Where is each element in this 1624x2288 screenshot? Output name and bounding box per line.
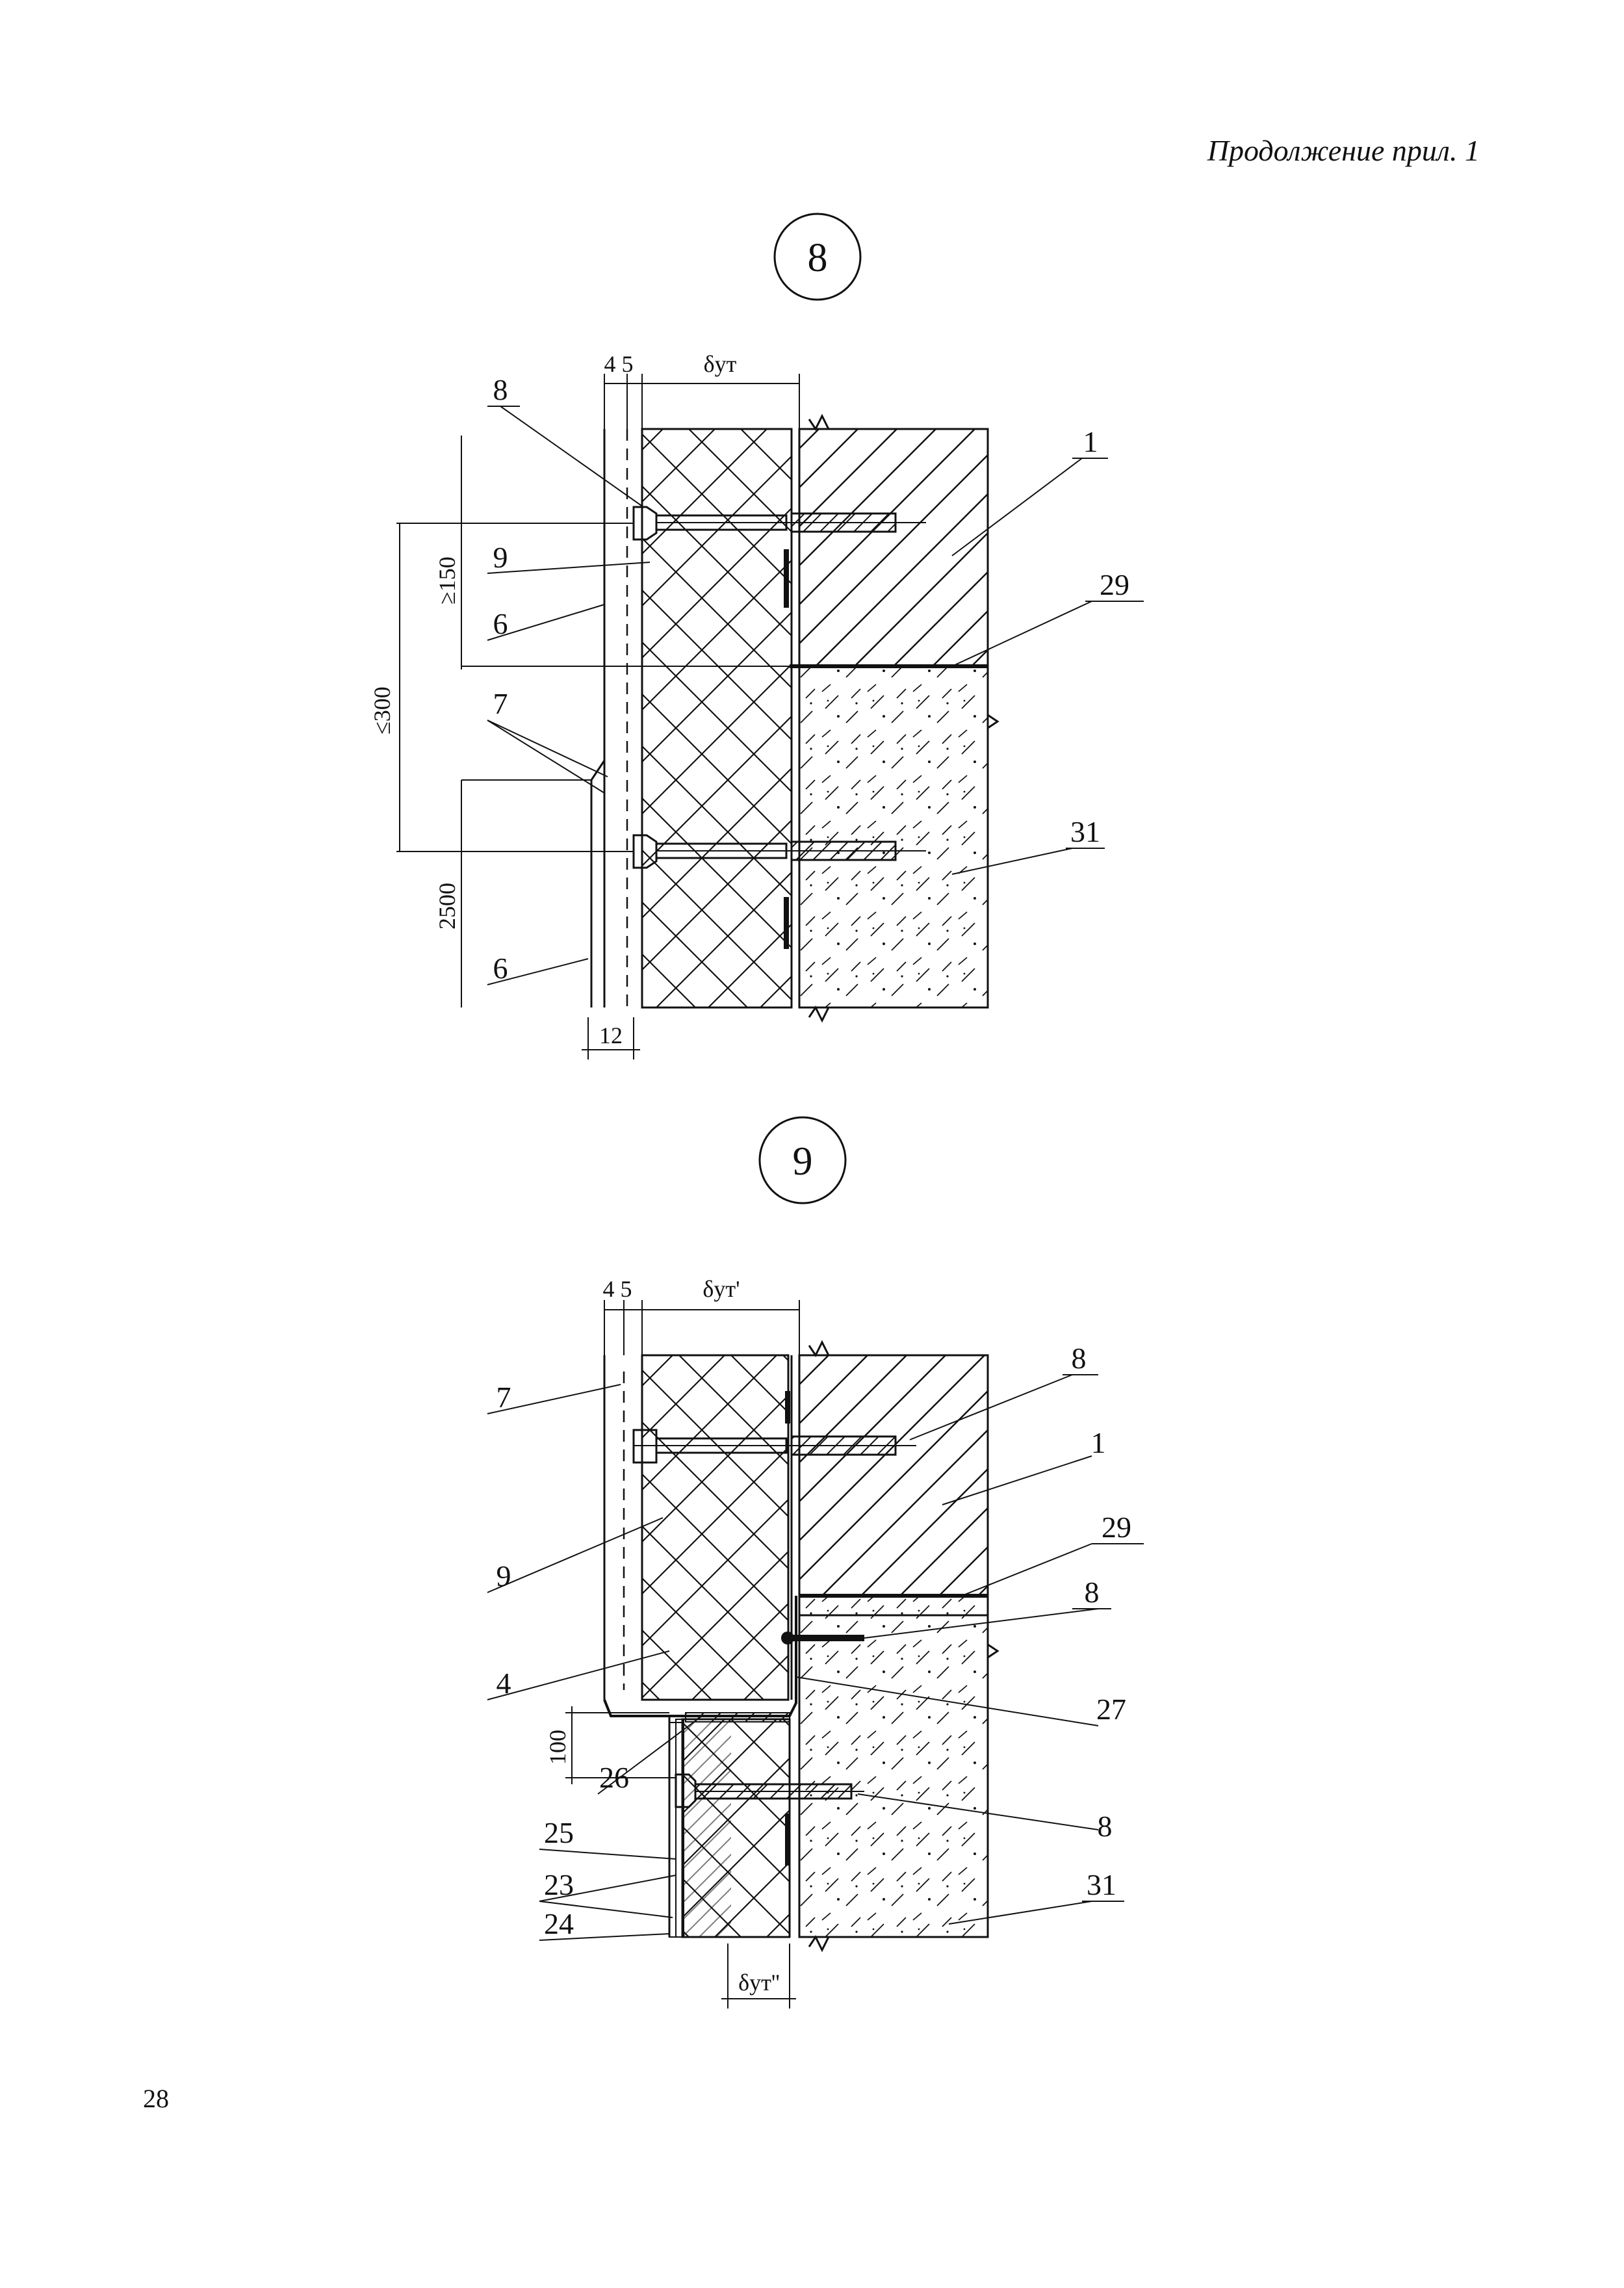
- insulation-upper: [641, 1354, 790, 1701]
- dim-2500: 2500: [434, 883, 460, 930]
- callout-9: 9: [493, 541, 508, 574]
- callout9-24: 24: [544, 1907, 574, 1940]
- callouts-detail-8: 8 9 6 7 6 1 29 31: [487, 373, 1144, 985]
- dim-4-5: 4 5: [604, 351, 634, 377]
- detail-9-circle: [758, 1116, 847, 1204]
- callout9-1: 1: [1091, 1426, 1106, 1459]
- callout-6: 6: [493, 607, 508, 640]
- dim9-insulation: δут': [702, 1276, 740, 1302]
- concrete-wall: [798, 665, 989, 1009]
- detail-8-circle: [773, 213, 862, 301]
- callout-29: 29: [1100, 568, 1129, 601]
- detail-8: 8: [369, 213, 1144, 1060]
- callouts-detail-9: 7 9 4 26 25 23 24 8 1 29 8: [487, 1342, 1144, 1941]
- brick-wall: [798, 428, 989, 668]
- callout-8: 8: [493, 373, 508, 406]
- dim-insulation: δут: [704, 351, 737, 377]
- anchor-dowel-upper: [632, 506, 926, 541]
- callout9-26: 26: [599, 1761, 629, 1794]
- callout-31: 31: [1070, 815, 1100, 848]
- detail-9: 9: [487, 1116, 1144, 2008]
- page-number: 28: [143, 2084, 169, 2113]
- callout-7: 7: [493, 687, 508, 720]
- callout9-25: 25: [544, 1816, 574, 1849]
- anchor-dowel-lower: [632, 834, 926, 869]
- callout9-8a: 8: [1072, 1342, 1087, 1375]
- callout9-27: 27: [1096, 1693, 1126, 1726]
- callout-6b: 6: [493, 952, 508, 985]
- detail-9-number: 9: [793, 1139, 813, 1184]
- concrete-wall-9: [798, 1594, 989, 1938]
- callout-1: 1: [1083, 425, 1098, 458]
- detail-8-number: 8: [808, 236, 828, 280]
- dim9-bottom: δут'': [738, 1970, 780, 1996]
- dim-100: 100: [545, 1730, 571, 1765]
- callout9-29: 29: [1102, 1511, 1131, 1544]
- anchor-dowel-9-upper: [632, 1429, 916, 1464]
- dim-150: ≥150: [434, 556, 460, 604]
- callout9-7: 7: [496, 1381, 511, 1414]
- callout9-9: 9: [496, 1559, 511, 1592]
- callout9-4: 4: [496, 1667, 511, 1700]
- break-mark: [808, 413, 830, 431]
- anchor-dowel-9-lower: [675, 1773, 864, 1808]
- insulation-layer: [641, 428, 793, 1009]
- dim-300: ≤300: [369, 686, 395, 734]
- callout9-31: 31: [1087, 1868, 1116, 1901]
- callout9-23: 23: [544, 1868, 574, 1901]
- callout9-8c: 8: [1098, 1810, 1113, 1843]
- callout9-8b: 8: [1085, 1576, 1100, 1609]
- dim9-4-5: 4 5: [603, 1276, 632, 1302]
- brick-wall-9: [798, 1354, 989, 1597]
- dim-12: 12: [599, 1022, 623, 1048]
- screw-bracket: [781, 1632, 864, 1644]
- continuation-header: Продолжение прил. 1: [1207, 134, 1480, 167]
